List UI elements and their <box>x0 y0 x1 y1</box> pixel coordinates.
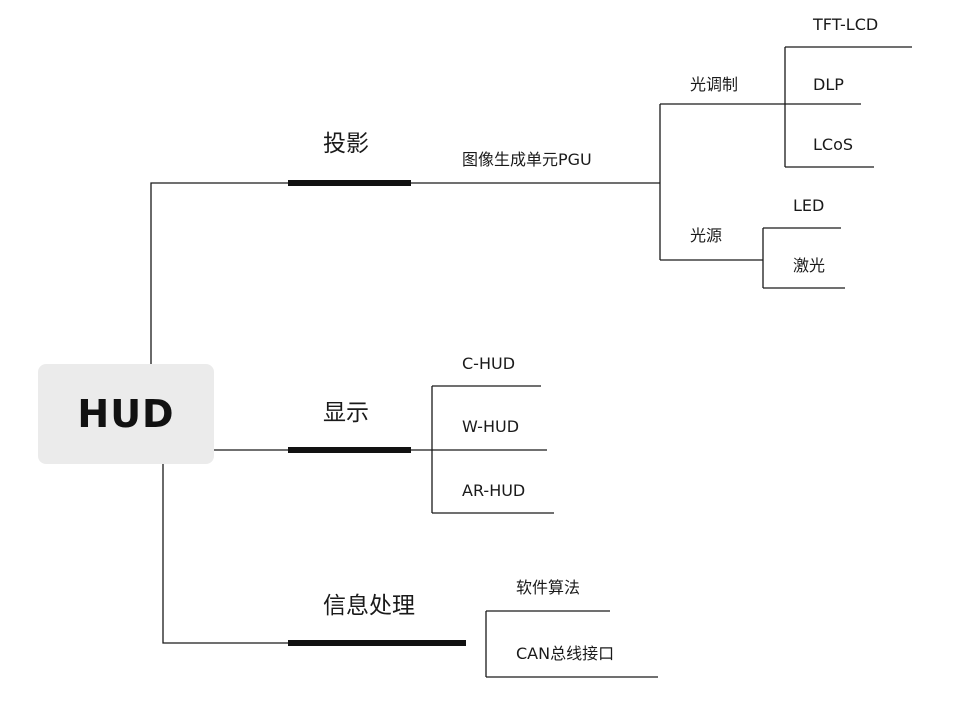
node-label-guangyuan: 光源 <box>690 226 723 245</box>
branch-underlines <box>288 180 466 646</box>
branch-label-xinxi: 信息处理 <box>323 593 415 619</box>
node-label-can: CAN总线接口 <box>516 644 615 663</box>
node-label-lcos: LCoS <box>813 135 854 154</box>
root-node: HUD <box>38 364 214 464</box>
branch-label-xianshi: 显示 <box>323 400 369 426</box>
node-label-guangtiaozhi: 光调制 <box>690 75 739 94</box>
node-label-dlp: DLP <box>813 75 844 94</box>
node-label-c-hud: C-HUD <box>462 354 516 373</box>
node-label-w-hud: W-HUD <box>462 417 520 436</box>
node-label-pgu: 图像生成单元PGU <box>462 150 592 169</box>
node-label-jiguang: 激光 <box>793 256 826 275</box>
branch-label-touying: 投影 <box>323 131 369 157</box>
node-label-ruanjian: 软件算法 <box>516 578 581 597</box>
node-label-led: LED <box>793 196 825 215</box>
connector-root-touying <box>150 182 290 364</box>
connector-root-xinxi <box>162 464 290 644</box>
node-label-ar-hud: AR-HUD <box>462 481 526 500</box>
connector-lines <box>150 46 912 678</box>
root-label: HUD <box>77 392 175 436</box>
node-label-tft-lcd: TFT-LCD <box>813 15 879 34</box>
